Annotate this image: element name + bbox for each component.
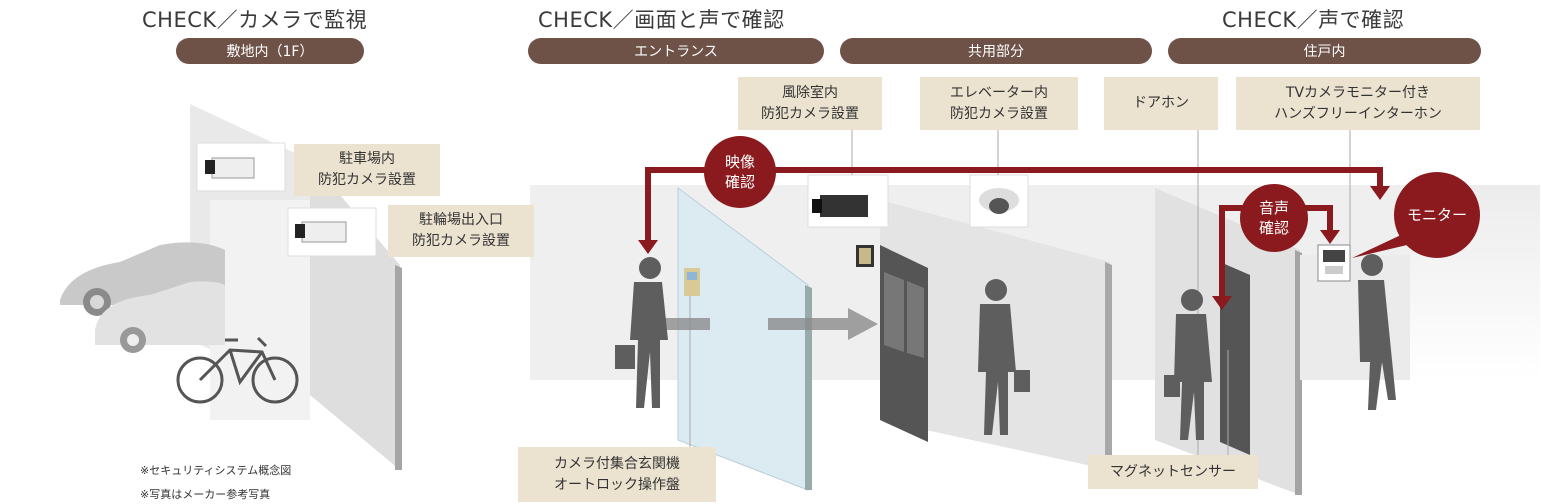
car-icon: [60, 242, 225, 353]
badge-video-confirm: 映像確認: [704, 136, 776, 208]
badge-audio-confirm: 音声確認: [1240, 184, 1308, 252]
intercom-monitor-icon: [1318, 245, 1350, 281]
label-magnet-sensor: マグネットセンサー: [1088, 455, 1258, 489]
zone-residence-pill: 住戸内: [1168, 38, 1481, 64]
heading-voice-check: CHECK／声で確認: [1222, 4, 1404, 34]
label-bicycle-camera: 駐輪場出入口防犯カメラ設置: [388, 205, 534, 257]
label-doorphone: ドアホン: [1104, 77, 1218, 130]
label-parking-camera: 駐車場内防犯カメラ設置: [294, 144, 440, 196]
label-windbreak-camera: 風除室内防犯カメラ設置: [738, 77, 882, 130]
badge-monitor: モニター: [1394, 172, 1480, 258]
note-concept: ※セキュリティシステム概念図: [140, 462, 291, 478]
label-autolock-panel: カメラ付集合玄関機オートロック操作盤: [518, 447, 716, 502]
autolock-panel-icon: [684, 268, 700, 296]
note-photo: ※写真はメーカー参考写真: [140, 486, 270, 502]
bicycle-camera-icon: [288, 208, 376, 256]
heading-screen-voice-check: CHECK／画面と声で確認: [538, 4, 785, 34]
label-tv-monitor-intercom: TVカメラモニター付きハンズフリーインターホン: [1236, 77, 1480, 130]
windbreak-camera-icon: [808, 175, 888, 227]
zone-entrance-pill: エントランス: [528, 38, 824, 64]
parking-camera-icon: [197, 143, 285, 191]
elevator-camera-icon: [970, 175, 1028, 227]
zone-premises-pill: 敷地内（1F）: [176, 38, 364, 64]
zone-common-pill: 共用部分: [840, 38, 1152, 64]
label-elevator-camera: エレベーター内防犯カメラ設置: [920, 77, 1078, 130]
heading-camera-check: CHECK／カメラで監視: [142, 4, 367, 34]
